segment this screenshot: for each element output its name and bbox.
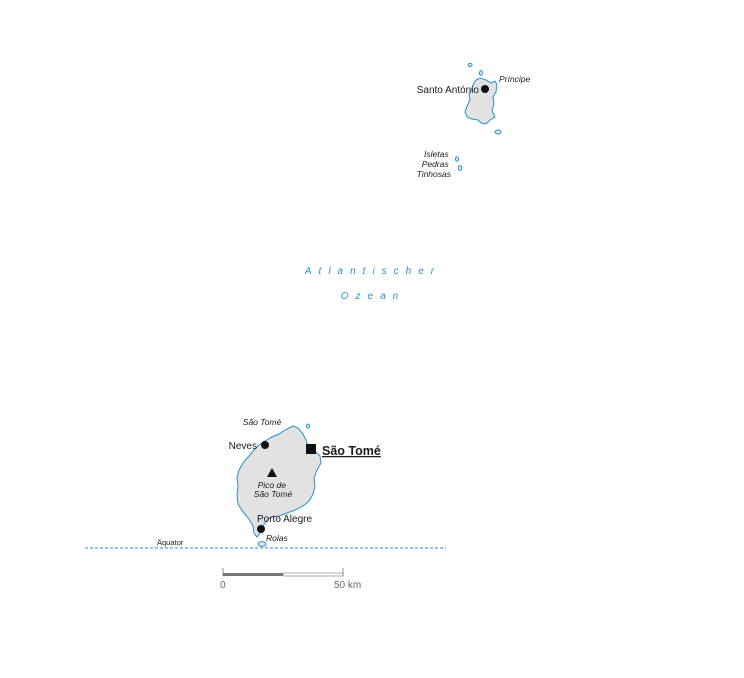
santo-antonio-town-marker xyxy=(481,85,489,93)
islets-label-line-3: Tinhosas xyxy=(417,169,452,179)
equator-label: Äquator xyxy=(157,538,184,547)
equator-group: Äquator xyxy=(85,538,446,549)
scale-bar-end-label: 50 km xyxy=(334,580,361,591)
porto-alegre-label: Porto Alegre xyxy=(257,514,312,525)
ocean-label-line-2: Ozean xyxy=(341,291,405,302)
peak-marker xyxy=(267,468,277,477)
peak-label-line-2: São Tomé xyxy=(254,489,293,499)
islet-pedras-tinhosas-1 xyxy=(454,156,460,162)
neves-label: Neves xyxy=(229,441,257,452)
islets-label-line-1: Isletas xyxy=(424,149,449,159)
scale-bar: 0 50 km xyxy=(220,568,361,591)
islet-north2-principe xyxy=(479,70,483,76)
ocean-label: Atlantischer Ozean xyxy=(304,266,441,302)
principe-island xyxy=(464,77,498,125)
islet-pedras-tinhosas-2 xyxy=(457,165,463,171)
peak-label: Pico de São Tomé xyxy=(254,480,293,499)
rolas-label: Rolas xyxy=(266,533,288,543)
capital-marker xyxy=(306,444,316,454)
scale-bar-start-label: 0 xyxy=(220,580,226,591)
islets-label-line-2: Pedras xyxy=(422,159,450,169)
sao-tome-group: São Tomé São Tomé Neves Pico de São Tomé… xyxy=(229,417,381,547)
islets-label: Isletas Pedras Tinhosas xyxy=(417,149,452,179)
santo-antonio-label: Santo António xyxy=(417,85,480,96)
scale-bar-empty-segment xyxy=(282,572,344,577)
ilheu-das-rolas xyxy=(257,541,267,547)
islet-southeast-principe xyxy=(494,129,502,135)
neves-town-marker xyxy=(261,441,269,449)
capital-label: São Tomé xyxy=(322,444,381,458)
islet-northeast-sao-tome xyxy=(305,423,311,429)
islet-north-principe xyxy=(467,62,473,68)
ocean-label-line-1: Atlantischer xyxy=(304,266,441,277)
porto-alegre-town-marker xyxy=(257,525,265,533)
principe-group: Santo António Príncipe Isletas Pedras Ti… xyxy=(417,62,530,179)
sao-tome-island-label: São Tomé xyxy=(243,417,282,427)
scale-bar-filled-segment xyxy=(223,573,283,576)
principe-island-label: Príncipe xyxy=(499,74,530,84)
peak-label-line-1: Pico de xyxy=(258,480,287,490)
